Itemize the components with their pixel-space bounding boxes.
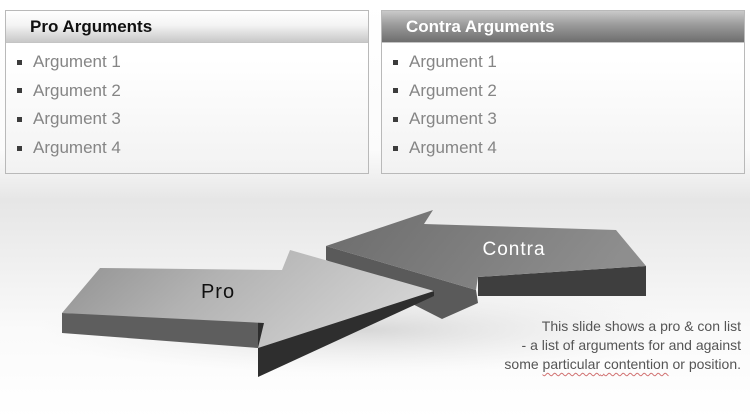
description-line-2: - a list of arguments for and against [521, 337, 741, 353]
description-text: some [504, 356, 543, 372]
spellcheck-flagged-word: contention [604, 356, 669, 372]
contra-arrow-top [326, 210, 646, 290]
pro-argument-label: Argument 3 [33, 109, 121, 129]
pro-arrow: Pro [62, 250, 434, 377]
pro-argument-label: Argument 1 [33, 52, 121, 71]
pro-argument-item: Argument 1 [14, 48, 368, 77]
bullet-icon [393, 116, 398, 122]
pro-argument-label: Argument 2 [33, 80, 121, 100]
pro-argument-list: Argument 1 Argument 2 Argument 3 Argumen… [6, 43, 368, 162]
contra-argument-label: Argument 2 [409, 80, 497, 100]
bullet-icon [393, 145, 398, 151]
contra-argument-item: Argument 4 [390, 134, 744, 163]
bullet-icon [17, 116, 22, 122]
pro-arguments-panel: Pro Arguments Argument 1 Argument 2 Argu… [5, 10, 369, 174]
pro-argument-item: Argument 2 [14, 77, 368, 106]
bullet-icon [393, 59, 398, 65]
bullet-icon [17, 59, 22, 65]
contra-argument-item: Argument 2 [390, 77, 744, 106]
contra-arrow-shaft-front [478, 266, 646, 296]
description-line-3: some particular contention or position. [504, 355, 741, 374]
description-text: or position. [668, 356, 742, 372]
pro-arrow-top [62, 250, 434, 348]
pro-argument-item: Argument 3 [14, 105, 368, 134]
bullet-icon [393, 88, 398, 94]
pro-arrow-shaft-front [62, 313, 258, 348]
contra-argument-item: Argument 3 [390, 105, 744, 134]
pro-argument-item: Argument 4 [14, 134, 368, 163]
contra-argument-label: Argument 3 [409, 109, 497, 129]
contra-arrow-label: Contra [482, 239, 545, 260]
contra-argument-item: Argument 1 [390, 48, 744, 77]
contra-argument-label: Argument 1 [409, 52, 497, 71]
description-line-1: This slide shows a pro & con list [541, 318, 741, 334]
slide-description: This slide shows a pro & con list - a li… [504, 317, 741, 374]
spellcheck-flagged-word: particular [542, 356, 601, 372]
contra-panel-title: Contra Arguments [382, 11, 744, 43]
pro-argument-label: Argument 4 [33, 137, 121, 157]
contra-arguments-panel: Contra Arguments Argument 1 Argument 2 A… [381, 10, 745, 174]
bullet-icon [17, 88, 22, 94]
contra-argument-list: Argument 1 Argument 2 Argument 3 Argumen… [382, 43, 744, 162]
contra-argument-label: Argument 4 [409, 137, 497, 157]
pro-arrow-label: Pro [201, 281, 235, 303]
pro-panel-title: Pro Arguments [6, 11, 368, 43]
bullet-icon [17, 145, 22, 151]
